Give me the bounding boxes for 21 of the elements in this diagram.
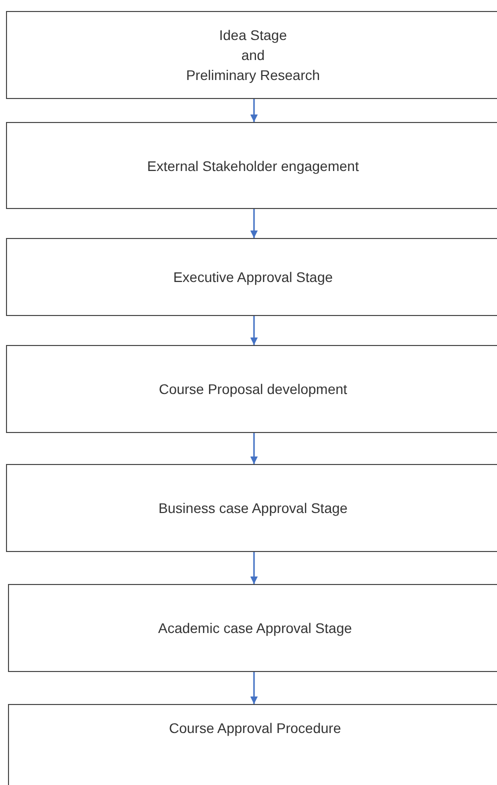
stage-label: Course Proposal development: [158, 380, 348, 399]
stage-label: External Stakeholder engagement: [147, 156, 359, 176]
process-box: [6, 122, 497, 209]
process-box: [8, 584, 497, 672]
arrow: [250, 552, 258, 584]
stage-label: Idea Stage: [219, 26, 287, 45]
stage-label: and: [241, 46, 265, 65]
process-box: [6, 238, 497, 316]
arrow: [250, 209, 258, 238]
stage-label: Course Approval Procedure: [169, 719, 341, 738]
arrow: [250, 99, 258, 122]
process-box: [6, 464, 497, 552]
arrow: [250, 672, 258, 704]
process-box: [6, 345, 497, 433]
arrow: [250, 433, 258, 464]
stage-label: Executive Approval Stage: [173, 268, 333, 287]
stage-label: Preliminary Research: [186, 66, 320, 85]
stage-label: Business case Approval Stage: [158, 499, 348, 518]
arrow: [250, 316, 258, 345]
stage-label: Academic case Approval Stage: [158, 619, 352, 638]
process-box: [6, 11, 497, 99]
